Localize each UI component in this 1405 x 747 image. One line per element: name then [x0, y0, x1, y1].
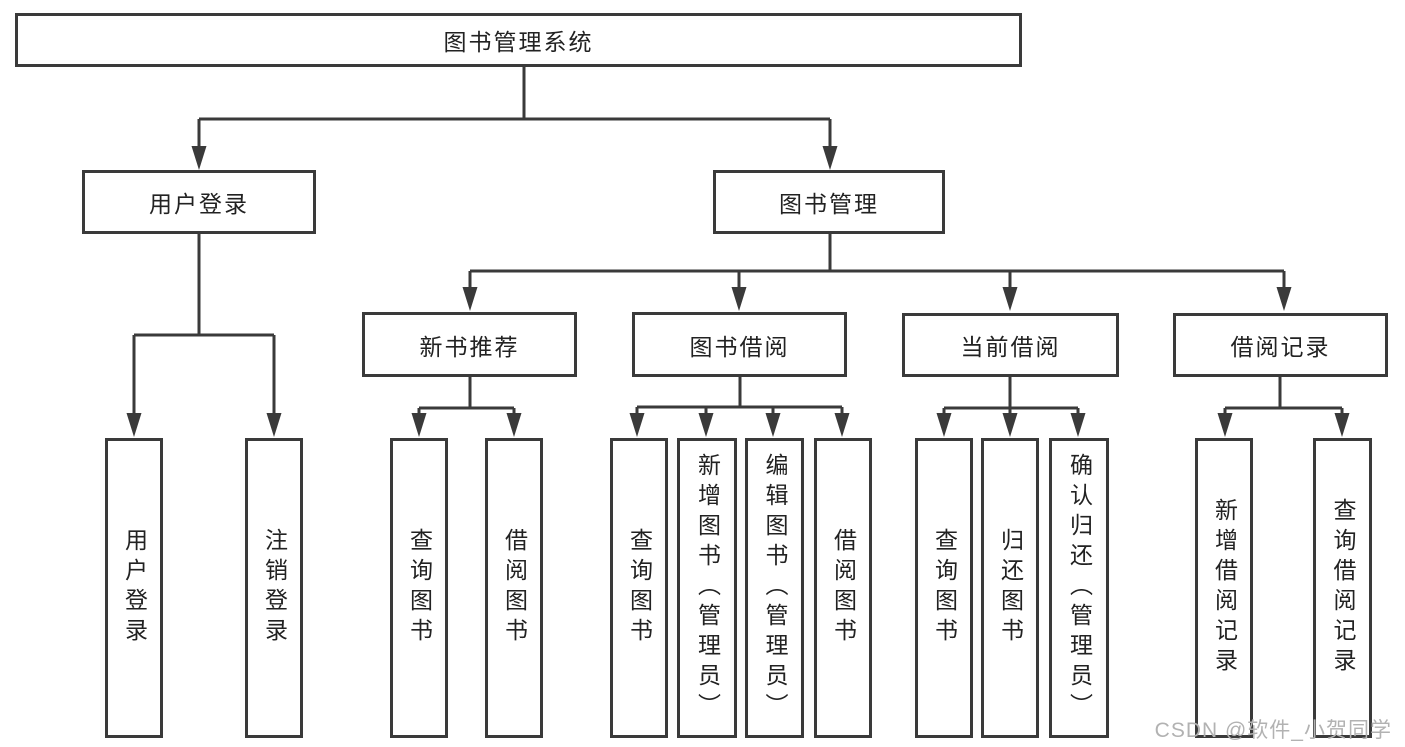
- leaf-br-query-record: 查询借阅记录: [1313, 438, 1372, 738]
- leaf-nb-query-books-label: 查询图书: [406, 528, 433, 648]
- leaf-nb-query-books: 查询图书: [390, 438, 448, 738]
- leaf-bb-edit-books-admin-label: 编辑图书（管理员）: [762, 453, 788, 723]
- leaf-cb-return-books: 归还图书: [981, 438, 1039, 738]
- node-new-book-recommend-label: 新书推荐: [419, 333, 520, 360]
- node-current-borrowing-label: 当前借阅: [960, 334, 1061, 360]
- node-new-book-recommend: 新书推荐: [362, 312, 577, 377]
- leaf-logout-label: 注销登录: [261, 528, 288, 648]
- leaf-nb-borrow-books: 借阅图书: [485, 438, 543, 738]
- node-book-management: 图书管理: [713, 170, 945, 234]
- leaf-logout: 注销登录: [245, 438, 303, 738]
- leaf-br-query-record-label: 查询借阅记录: [1330, 498, 1356, 678]
- leaf-bb-add-books-admin: 新增图书（管理员）: [677, 438, 737, 738]
- node-user-login-label: 用户登录: [149, 191, 249, 217]
- leaf-bb-borrow-books: 借阅图书: [814, 438, 872, 738]
- leaf-br-add-record: 新增借阅记录: [1195, 438, 1253, 738]
- node-book-management-label: 图书管理: [779, 191, 879, 217]
- leaf-nb-borrow-books-label: 借阅图书: [501, 528, 528, 648]
- leaf-user-login: 用户登录: [105, 438, 163, 738]
- node-book-borrowing: 图书借阅: [632, 312, 847, 377]
- node-book-borrowing-label: 图书借阅: [689, 333, 790, 360]
- node-borrowing-records-label: 借阅记录: [1230, 334, 1331, 360]
- leaf-bb-edit-books-admin: 编辑图书（管理员）: [745, 438, 804, 738]
- node-borrowing-records: 借阅记录: [1173, 313, 1388, 377]
- leaf-cb-query-books: 查询图书: [915, 438, 973, 738]
- leaf-cb-confirm-return-admin: 确认归还（管理员）: [1049, 438, 1109, 738]
- leaf-cb-query-books-label: 查询图书: [931, 528, 958, 648]
- leaf-user-login-label: 用户登录: [121, 528, 148, 648]
- leaf-bb-query-books: 查询图书: [610, 438, 668, 738]
- node-current-borrowing: 当前借阅: [902, 313, 1119, 377]
- arrowheads: [126, 146, 1350, 437]
- node-root-label: 图书管理系统: [443, 29, 594, 55]
- leaf-cb-return-books-label: 归还图书: [997, 528, 1024, 648]
- leaf-bb-add-books-admin-label: 新增图书（管理员）: [694, 453, 721, 723]
- csdn-watermark: CSDN @软件_小贺同学: [1154, 719, 1392, 742]
- leaf-br-add-record-label: 新增借阅记录: [1211, 498, 1238, 678]
- leaf-cb-confirm-return-admin-label: 确认归还（管理员）: [1066, 453, 1093, 723]
- node-user-login: 用户登录: [82, 170, 316, 234]
- node-root-system: 图书管理系统: [15, 13, 1022, 67]
- leaf-bb-borrow-books-label: 借阅图书: [830, 528, 857, 648]
- leaf-bb-query-books-label: 查询图书: [626, 528, 653, 648]
